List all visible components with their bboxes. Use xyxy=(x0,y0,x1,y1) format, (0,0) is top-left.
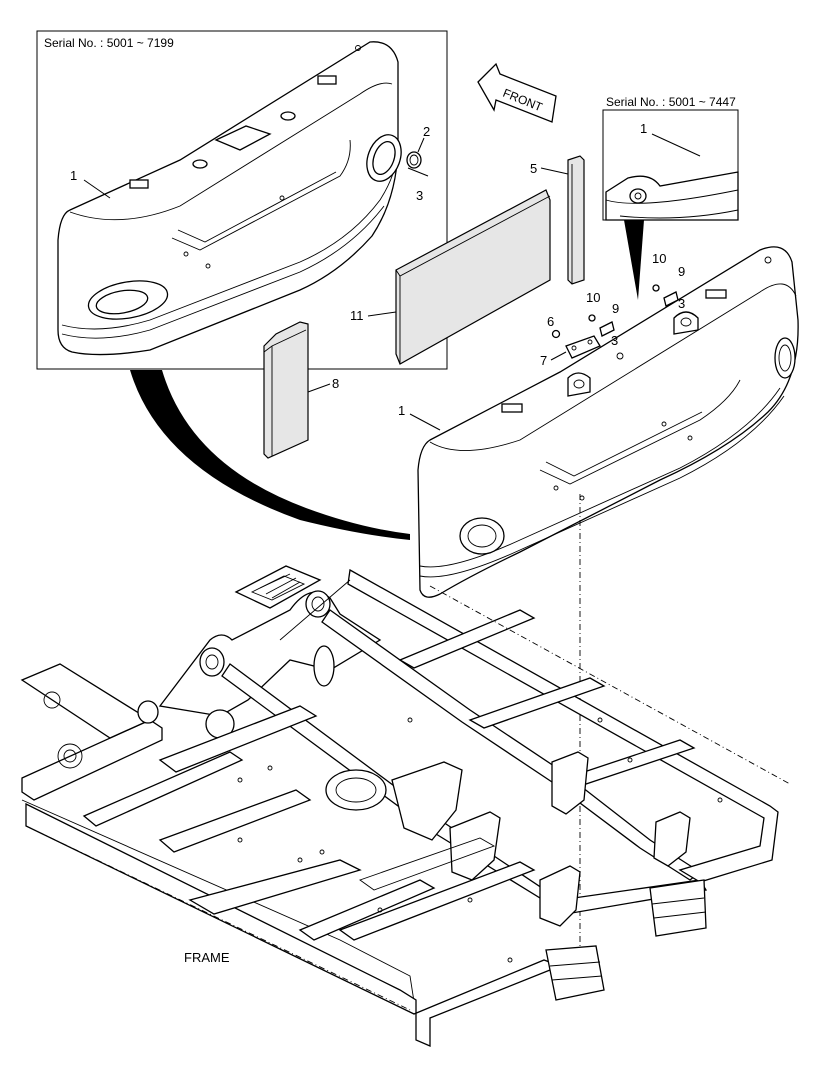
clip-part-9a xyxy=(599,321,615,337)
callout-part-11: 11 xyxy=(350,308,364,323)
inset-left: Serial No. : 5001 ~ 7199 xyxy=(36,30,448,370)
callout-part-3a: 3 xyxy=(611,333,618,348)
bracket-part-7 xyxy=(565,335,601,359)
callout-part-3b: 3 xyxy=(678,296,685,311)
inset-left-serial: Serial No. : 5001 ~ 7199 xyxy=(44,36,174,50)
callout-inset-left-1: 1 xyxy=(70,168,77,183)
washer-part-10a xyxy=(588,314,596,322)
callout-part-8: 8 xyxy=(332,376,339,391)
callout-inset-left-3: 3 xyxy=(416,188,423,203)
callout-part-9a: 9 xyxy=(612,301,619,316)
callout-part-9b: 9 xyxy=(678,264,685,279)
frame xyxy=(20,565,791,1047)
clip-part-9b xyxy=(663,291,679,307)
pad-part-8 xyxy=(263,321,309,459)
pad-part-5 xyxy=(567,155,585,285)
callout-part-10a: 10 xyxy=(586,290,600,305)
screw-part-3 xyxy=(407,167,429,177)
frame-label: FRAME xyxy=(184,950,230,965)
washer-part-10b xyxy=(652,284,660,292)
callout-part-5: 5 xyxy=(530,161,537,176)
o-ring-part-2 xyxy=(406,151,422,169)
inset-counterweight xyxy=(57,41,402,356)
callout-main-1: 1 xyxy=(398,403,405,418)
callout-part-6: 6 xyxy=(547,314,554,329)
inset-left-connector xyxy=(130,370,410,540)
inset-right-lug-hole xyxy=(629,188,647,204)
inset-right-connector xyxy=(624,220,644,300)
callout-part-10b: 10 xyxy=(652,251,666,266)
pad-part-11 xyxy=(395,189,551,365)
main-counterweight xyxy=(417,246,799,598)
inset-right: Serial No. : 5001 ~ 7447 1 xyxy=(602,95,739,221)
nut-part-6 xyxy=(551,329,561,339)
callout-part-7: 7 xyxy=(540,353,547,368)
callout-inset-left-2: 2 xyxy=(423,124,430,139)
inset-right-serial: Serial No. : 5001 ~ 7447 xyxy=(606,95,736,109)
front-arrow: FRONT xyxy=(477,62,557,123)
callout-inset-right-1: 1 xyxy=(640,121,647,136)
